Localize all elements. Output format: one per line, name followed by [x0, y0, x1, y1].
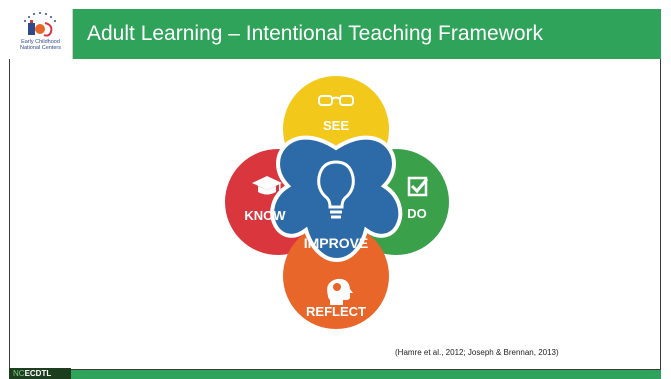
- brand-prefix: NC: [13, 369, 25, 378]
- improve-center: [270, 135, 403, 262]
- see-label: SEE: [323, 118, 349, 133]
- brand-suffix: ECDTL: [24, 369, 52, 378]
- do-label: DO: [407, 206, 427, 221]
- lightbulb-icon: [317, 160, 355, 219]
- logo-mark-icon: [24, 12, 56, 37]
- improve-label: IMPROVE: [304, 235, 369, 251]
- checkbox-icon: [407, 176, 429, 197]
- slide-header: Early Childhood National Centers Adult L…: [9, 9, 661, 59]
- ncecdtl-brand: NCECDTL: [9, 368, 71, 379]
- logo-text-line1: Early Childhood: [21, 39, 60, 45]
- logo-text-line2: National Centers: [20, 45, 61, 51]
- graduation-cap-icon: [252, 176, 282, 195]
- eyeglasses-icon: [318, 95, 354, 106]
- reflect-label: REFLECT: [306, 304, 366, 319]
- slide-title: Adult Learning – Intentional Teaching Fr…: [87, 22, 544, 45]
- reflect-petal: [283, 223, 389, 329]
- title-bar: Adult Learning – Intentional Teaching Fr…: [73, 9, 661, 59]
- citation-text: (Hamre et al., 2012; Joseph & Brennan, 2…: [395, 348, 559, 357]
- slide-footer: NCECDTL: [9, 368, 661, 379]
- know-label: KNOW: [244, 208, 286, 223]
- ecnc-logo: Early Childhood National Centers: [9, 9, 73, 59]
- head-brain-icon: [327, 278, 353, 305]
